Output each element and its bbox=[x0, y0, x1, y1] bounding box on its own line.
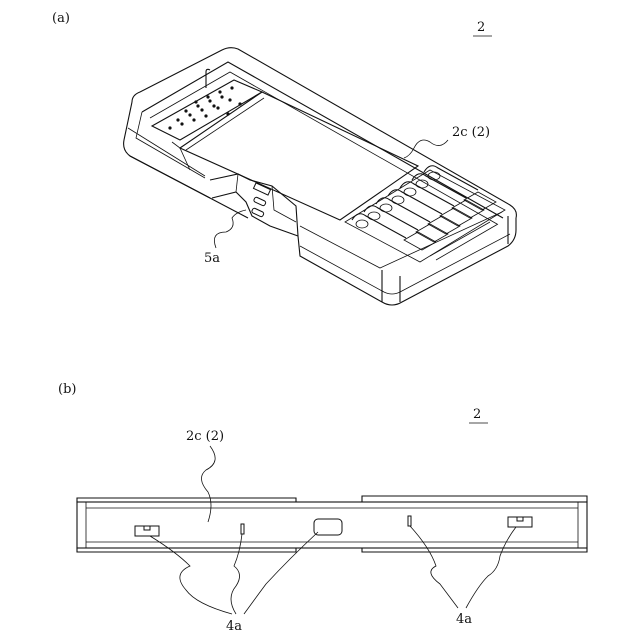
case-left-inner bbox=[136, 112, 205, 178]
hole-left-square bbox=[135, 526, 159, 536]
leader-hole-right-1 bbox=[410, 526, 458, 608]
ref-hole-left: 4a bbox=[226, 619, 242, 634]
case-rim-inner bbox=[142, 62, 503, 218]
latch-slot-low bbox=[251, 208, 264, 218]
cover-rail-top-right bbox=[362, 496, 587, 502]
leader-hole-left-2 bbox=[231, 534, 242, 614]
leader-hole-left-3 bbox=[244, 532, 318, 614]
inner-board bbox=[172, 92, 418, 220]
panel-label-b: (b) bbox=[58, 382, 76, 397]
leader-part-a bbox=[214, 210, 246, 248]
ref-cover-a: 2c (2) bbox=[452, 125, 490, 140]
ref-main-b: 2 bbox=[473, 407, 481, 422]
leader-cover-a bbox=[404, 140, 448, 158]
hole-right-slit bbox=[408, 516, 411, 526]
cover-rail-bottom-right bbox=[362, 548, 587, 552]
figure-b: (b) 2 2c (2) 4a 4a bbox=[58, 382, 587, 634]
case-left-wall bbox=[124, 102, 210, 198]
leader-hole-right-2 bbox=[466, 527, 516, 608]
side-cover bbox=[77, 496, 587, 552]
ref-part-a: 5a bbox=[204, 251, 220, 266]
ref-cover-b: 2c (2) bbox=[186, 429, 224, 444]
case-body bbox=[124, 48, 517, 305]
panel-label-a: (a) bbox=[52, 11, 70, 26]
case-front-edge-left bbox=[130, 156, 248, 218]
latch-slot-mid bbox=[253, 197, 266, 207]
leader-cover-b bbox=[201, 446, 215, 522]
center-window bbox=[314, 519, 342, 535]
case-left-wall-line bbox=[128, 128, 205, 176]
board-side bbox=[172, 142, 190, 170]
case-notch-side bbox=[236, 174, 238, 192]
case-front-edge-right bbox=[298, 218, 516, 305]
figure-a: (a) 2 bbox=[52, 11, 516, 305]
cover-rail-bottom-left bbox=[77, 548, 296, 552]
hole-left-slit bbox=[241, 524, 244, 534]
ref-hole-right: 4a bbox=[456, 612, 472, 627]
cover-rail-top-left bbox=[77, 498, 296, 502]
hole-right-square bbox=[508, 517, 532, 527]
case-front-inner-right bbox=[300, 234, 510, 294]
ref-main-a: 2 bbox=[477, 20, 485, 35]
